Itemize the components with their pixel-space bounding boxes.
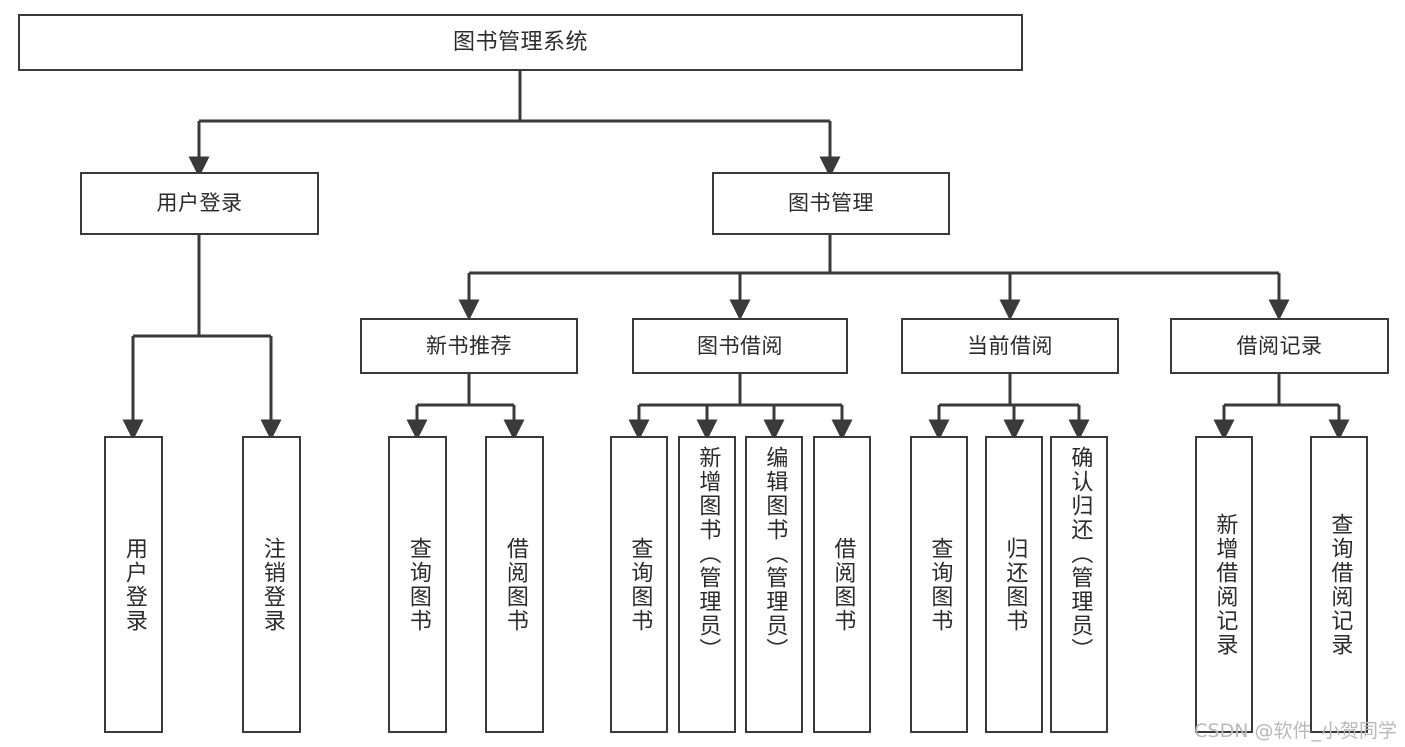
node-label: 新书推荐 bbox=[426, 333, 512, 358]
node-label: 新增借阅记录 bbox=[1212, 512, 1238, 657]
node-label: 归还图书 bbox=[1002, 536, 1028, 633]
node-root-book-management-system[interactable]: 图书管理系统 bbox=[18, 14, 1023, 71]
node-new-book-recommendation[interactable]: 新书推荐 bbox=[360, 318, 578, 374]
leaf-new-book-query-books[interactable]: 查询图书 bbox=[388, 436, 447, 733]
node-label: 新增图书（管理员） bbox=[695, 446, 721, 662]
leaf-borrow-record-query-record[interactable]: 查询借阅记录 bbox=[1310, 436, 1368, 733]
node-label: 编辑图书（管理员） bbox=[762, 446, 788, 662]
node-label: 图书管理 bbox=[788, 191, 874, 216]
leaf-book-borrow-query-books[interactable]: 查询图书 bbox=[610, 436, 668, 733]
node-label: 确认归还（管理员） bbox=[1067, 446, 1093, 662]
node-label: 查询图书 bbox=[627, 536, 653, 633]
leaf-current-borrow-confirm-return-admin[interactable]: 确认归还（管理员） bbox=[1050, 436, 1108, 733]
node-label: 图书管理系统 bbox=[452, 29, 588, 55]
node-label: 查询图书 bbox=[927, 536, 953, 633]
leaf-current-borrow-query-books[interactable]: 查询图书 bbox=[910, 436, 968, 733]
node-label: 借阅图书 bbox=[830, 536, 856, 633]
leaf-book-borrow-edit-book-admin[interactable]: 编辑图书（管理员） bbox=[745, 436, 803, 733]
node-current-borrow[interactable]: 当前借阅 bbox=[901, 318, 1119, 374]
leaf-borrow-record-add-record[interactable]: 新增借阅记录 bbox=[1195, 436, 1253, 733]
node-label: 用户登录 bbox=[121, 536, 147, 633]
node-user-login[interactable]: 用户登录 bbox=[80, 172, 319, 235]
node-book-management[interactable]: 图书管理 bbox=[712, 172, 950, 235]
node-label: 图书借阅 bbox=[697, 333, 783, 358]
node-label: 借阅图书 bbox=[502, 536, 528, 633]
node-label: 注销登录 bbox=[259, 536, 285, 633]
leaf-user-login-login[interactable]: 用户登录 bbox=[104, 436, 163, 733]
node-label: 查询图书 bbox=[405, 536, 431, 633]
node-label: 当前借阅 bbox=[967, 333, 1053, 358]
node-label: 查询借阅记录 bbox=[1327, 512, 1353, 657]
leaf-current-borrow-return-books[interactable]: 归还图书 bbox=[985, 436, 1043, 733]
leaf-new-book-borrow-books[interactable]: 借阅图书 bbox=[485, 436, 544, 733]
node-borrow-record[interactable]: 借阅记录 bbox=[1170, 318, 1389, 374]
node-label: 用户登录 bbox=[156, 191, 243, 216]
leaf-book-borrow-add-book-admin[interactable]: 新增图书（管理员） bbox=[678, 436, 736, 733]
leaf-user-login-logout[interactable]: 注销登录 bbox=[242, 436, 301, 733]
node-label: 借阅记录 bbox=[1236, 333, 1323, 358]
leaf-book-borrow-borrow-books[interactable]: 借阅图书 bbox=[813, 436, 871, 733]
node-book-borrow[interactable]: 图书借阅 bbox=[632, 318, 848, 374]
